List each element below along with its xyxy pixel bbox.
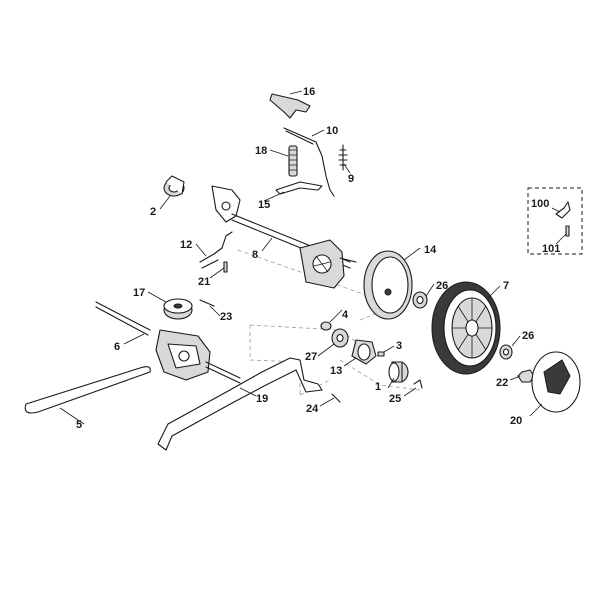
part-16-bracket[interactable]: [269, 93, 311, 119]
part-12-spring[interactable]: [199, 231, 233, 269]
part-4-washer[interactable]: [320, 321, 332, 331]
callout-2: 2: [150, 206, 156, 218]
callout-27: 27: [305, 351, 317, 363]
part-20-hubcap[interactable]: [531, 351, 581, 413]
callout-16: 16: [303, 86, 315, 98]
callout-26-a: 26: [436, 280, 448, 292]
part-5-belt[interactable]: [24, 366, 151, 414]
callout-17: 17: [133, 287, 145, 299]
callout-19: 19: [256, 393, 268, 405]
inset-100-101: [527, 187, 583, 255]
callout-21: 21: [198, 276, 210, 288]
part-24-pin[interactable]: [331, 393, 341, 403]
callout-101: 101: [542, 243, 560, 255]
callout-9: 9: [348, 173, 354, 185]
part-23-pin[interactable]: [199, 299, 215, 307]
callout-24: 24: [306, 403, 319, 415]
callout-15: 15: [258, 199, 270, 211]
part-2-bush[interactable]: [163, 175, 185, 197]
callout-10: 10: [326, 125, 338, 137]
part-25-clip[interactable]: [413, 379, 423, 389]
callout-22: 22: [496, 377, 508, 389]
part-101-pin[interactable]: [565, 225, 570, 237]
callout-23: 23: [220, 311, 232, 323]
callout-13: 13: [330, 365, 342, 377]
callout-7: 7: [503, 280, 509, 292]
part-19-lever[interactable]: [157, 357, 323, 451]
part-18-spring[interactable]: [288, 145, 298, 177]
callout-100: 100: [531, 198, 549, 210]
callout-14: 14: [424, 244, 437, 256]
part-26-washer-b[interactable]: [499, 344, 513, 360]
part-3-key[interactable]: [377, 351, 385, 357]
callout-20: 20: [510, 415, 522, 427]
callout-5: 5: [76, 419, 82, 431]
part-17-pulley[interactable]: [163, 298, 193, 320]
part-1-pinion[interactable]: [388, 361, 409, 383]
part-27-washer[interactable]: [331, 328, 349, 348]
part-6-gearbox[interactable]: [95, 301, 241, 384]
callout-labels: 16 10 18 9 15 2 8 12 21 14 26 7 26 22 20…: [76, 86, 560, 431]
callout-26-b: 26: [522, 330, 534, 342]
part-100-spring[interactable]: [555, 201, 571, 219]
part-21-pin[interactable]: [223, 261, 228, 273]
part-22-nut[interactable]: [517, 369, 535, 383]
callout-25: 25: [389, 393, 401, 405]
part-8-axle[interactable]: [211, 185, 357, 289]
callout-3: 3: [396, 340, 402, 352]
callout-12: 12: [180, 239, 192, 251]
callout-4: 4: [342, 309, 349, 321]
part-14-disc[interactable]: [363, 250, 413, 320]
part-9-spring[interactable]: [338, 144, 348, 171]
callout-6: 6: [114, 341, 120, 353]
part-10-rod[interactable]: [283, 127, 335, 197]
callout-18: 18: [255, 145, 267, 157]
callout-8: 8: [252, 249, 258, 261]
part-7-wheel[interactable]: [431, 281, 501, 375]
part-26-washer-a[interactable]: [412, 291, 428, 309]
part-13-bearing[interactable]: [351, 339, 377, 365]
callout-1: 1: [375, 381, 381, 393]
leader-lines: [59, 90, 567, 425]
